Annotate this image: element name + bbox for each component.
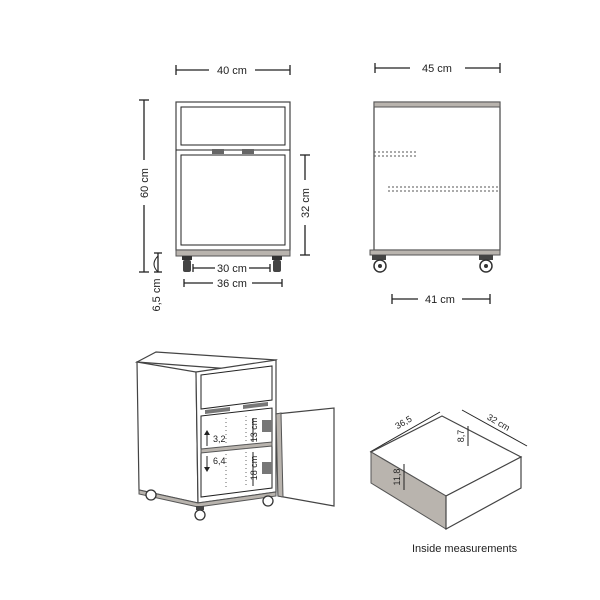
front-base-width-dimension: 36 cm [183,278,283,290]
front-cabinet-body [175,101,291,257]
drawer-handle-left [212,149,224,154]
drawer-depth-line [461,409,528,447]
open-door [275,407,335,507]
hinge-bottom [262,462,272,474]
lower-offset-label: 6,4 [213,456,226,466]
upper-offset-label: 3,2 [213,434,226,444]
drawer-height-label: 11,8 [392,469,402,486]
front-inner-width-dimension: 30 cm [192,263,271,275]
side-view: 45 cm 41 cm [369,63,501,306]
drawer-width-line [369,411,441,453]
cabinet-opening [200,407,273,498]
front-caster-height-dimension: 6,5 cm [151,252,163,312]
front-base-width-label: 36 cm [217,278,247,290]
front-height-dimension: 60 cm [139,99,151,273]
side-cabinet-body [369,101,501,256]
side-base-depth-dimension: 41 cm [391,294,491,306]
side-casters [372,255,493,273]
drawer-view: 36,5 32 cm 11,8 8,7 [369,409,528,531]
drawer-face [200,365,273,410]
front-height-label: 60 cm [139,168,151,198]
drawer-caption: Inside measurements [412,543,518,555]
drawer-handle [205,407,230,414]
side-base-depth-label: 41 cm [425,294,455,306]
side-depth-dimension: 45 cm [374,63,501,75]
front-door-height-dimension: 32 cm [300,154,312,256]
shelf-gap-label: 18 cm [249,456,259,481]
cabinet-base [138,489,277,508]
drawer-side-panel [445,456,522,531]
front-casters [182,256,282,272]
cabinet-left-side [136,361,199,504]
cabinet-shelf [200,441,273,454]
hinge-top [262,420,272,432]
side-depth-label: 45 cm [422,63,452,75]
drawer-side-height-label: 8,7 [456,430,466,443]
perspective-view: 13 cm 18 cm 3,2 6,4 [134,351,335,521]
front-view: 40 cm 60 cm [139,65,312,312]
perspective-casters [145,489,274,521]
front-inner-width-label: 30 cm [217,263,247,275]
upper-gap-label: 13 cm [249,418,259,443]
front-door-height-label: 32 cm [300,188,312,218]
front-width-label: 40 cm [217,65,247,77]
front-caster-height-label: 6,5 cm [151,278,163,311]
drawer-handle-right [242,149,254,154]
front-width-dimension: 40 cm [175,65,291,77]
